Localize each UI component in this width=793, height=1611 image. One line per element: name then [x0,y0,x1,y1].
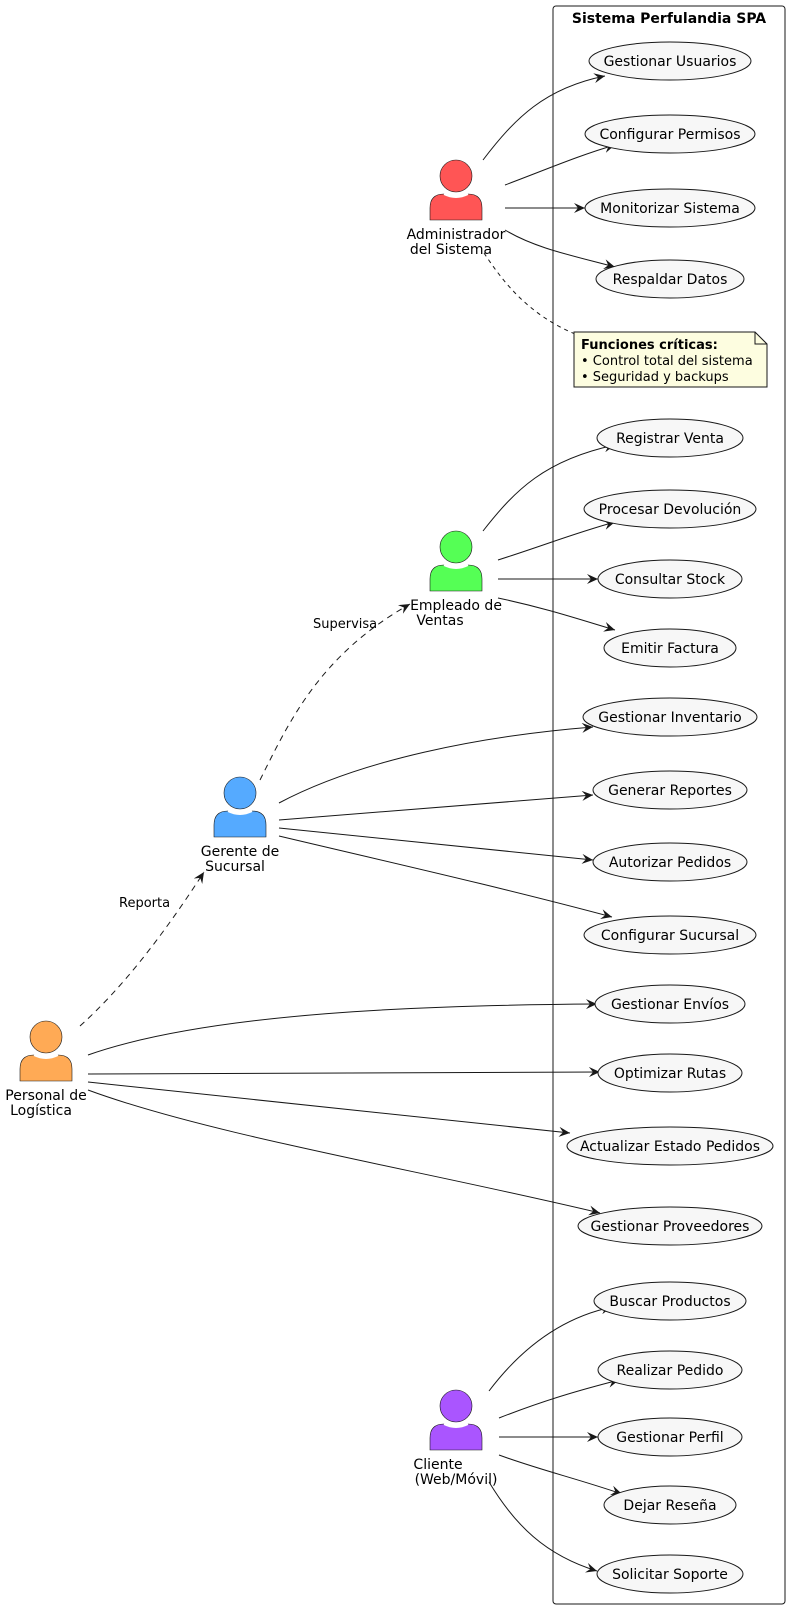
person-icon [429,159,483,221]
actor-administrador[interactable]: Administrador del Sistema [407,159,506,258]
actor-empleado-ventas[interactable]: Empleado de Ventas [410,530,502,629]
svg-text:Solicitar Soporte: Solicitar Soporte [612,1567,728,1583]
note-line-1: • Control total del sistema [581,354,753,369]
assoc-cliente-resena [498,1454,623,1496]
usecase-registrar-venta[interactable]: Registrar Venta [596,418,744,458]
person-icon [213,776,267,838]
svg-text:Gestionar Perfil: Gestionar Perfil [616,1430,723,1446]
usecase-configurar-permisos[interactable]: Configurar Permisos [584,114,756,154]
assoc-admin-gestionar-usuarios [482,73,606,161]
assoc-logistica-estado [87,1081,571,1137]
svg-text:Buscar Productos: Buscar Productos [609,1294,730,1310]
assoc-gerente-inventario [278,722,594,804]
usecase-procesar-devolucion[interactable]: Procesar Devolución [583,489,757,529]
usecase-buscar-productos[interactable]: Buscar Productos [593,1281,747,1321]
svg-text:Procesar Devolución: Procesar Devolución [599,502,742,518]
assoc-gerente-reportes [278,790,594,821]
usecase-solicitar-soporte[interactable]: Solicitar Soporte [596,1554,744,1594]
usecase-optimizar-rutas[interactable]: Optimizar Rutas [597,1053,743,1093]
svg-text:Optimizar Rutas: Optimizar Rutas [614,1066,726,1082]
svg-text:Autorizar Pedidos: Autorizar Pedidos [609,855,731,871]
svg-text:Configurar Permisos: Configurar Permisos [599,127,740,143]
actor-label-line-2: Sucursal [205,859,265,875]
usecase-gestionar-perfil[interactable]: Gestionar Perfil [597,1417,743,1457]
label-reporta: Reporta [119,896,170,911]
svg-text:Monitorizar Sistema: Monitorizar Sistema [600,201,740,217]
person-icon [429,1389,483,1451]
svg-text:Consultar Stock: Consultar Stock [615,572,726,588]
usecase-autorizar-pedidos[interactable]: Autorizar Pedidos [592,842,748,882]
svg-text:Gestionar Envíos: Gestionar Envíos [611,997,729,1013]
svg-text:Actualizar Estado Pedidos: Actualizar Estado Pedidos [580,1139,760,1155]
actor-label-line-2: (Web/Móvil) [415,1472,498,1488]
svg-text:Gestionar Proveedores: Gestionar Proveedores [591,1219,750,1235]
usecase-emitir-factura[interactable]: Emitir Factura [603,628,737,668]
usecase-gestionar-proveedores[interactable]: Gestionar Proveedores [577,1206,763,1246]
svg-text:Generar Reportes: Generar Reportes [608,783,732,799]
usecase-dejar-resena[interactable]: Dejar Reseña [603,1485,737,1525]
system-title: Sistema Perfulandia SPA [572,11,766,27]
actor-label-line-2: del Sistema [410,242,492,258]
dep-reporta [79,871,205,1027]
assoc-logistica-proveedores [87,1089,601,1216]
usecase-configurar-sucursal[interactable]: Configurar Sucursal [583,915,757,955]
person-icon [429,530,483,592]
assoc-gerente-autorizar [278,827,594,864]
actor-label-line-1: Empleado de [410,598,502,614]
actor-label-line-1: Cliente [413,1457,462,1473]
note-title: Funciones críticas: [581,338,718,353]
system-boundary: Sistema Perfulandia SPA [552,5,786,1605]
label-supervisa: Supervisa [313,617,377,632]
actor-label-line-1: Administrador [407,227,506,243]
assoc-admin-respaldar [504,229,616,269]
usecase-consultar-stock[interactable]: Consultar Stock [597,559,743,599]
note-connector [483,252,576,335]
actor-gerente-sucursal[interactable]: Gerente de Sucursal [201,776,279,875]
svg-text:Emitir Factura: Emitir Factura [621,641,719,657]
usecase-gestionar-envios[interactable]: Gestionar Envíos [594,984,746,1024]
assoc-empleado-procesar [497,520,616,561]
assoc-cliente-realizar [498,1377,620,1419]
assoc-cliente-buscar [488,1304,613,1392]
actor-label-line-1: Personal de [5,1088,86,1104]
actor-personal-logistica[interactable]: Personal de Logística [5,1020,87,1119]
assoc-cliente-soporte [488,1481,598,1573]
actor-cliente[interactable]: Cliente (Web/Móvil) [413,1389,498,1488]
note-funciones-criticas: Funciones críticas: • Control total del … [573,331,768,388]
assoc-gerente-configurar [278,835,613,919]
usecase-gestionar-usuarios[interactable]: Gestionar Usuarios [588,41,752,81]
usecase-monitorizar-sistema[interactable]: Monitorizar Sistema [584,188,756,228]
assoc-empleado-emitir [497,597,616,632]
assoc-logistica-envios [87,999,598,1056]
svg-text:Realizar Pedido: Realizar Pedido [617,1363,724,1379]
usecase-gestionar-inventario[interactable]: Gestionar Inventario [582,697,758,737]
svg-text:Registrar Venta: Registrar Venta [616,431,724,447]
assoc-admin-configurar-permisos [504,143,616,186]
use-cases: Gestionar Usuarios Configurar Permisos M… [566,41,774,1594]
usecase-generar-reportes[interactable]: Generar Reportes [592,770,748,810]
assoc-logistica-rutas [87,1067,601,1078]
svg-text:Respaldar Datos: Respaldar Datos [613,272,728,288]
assoc-empleado-registrar [482,442,616,532]
svg-text:Configurar Sucursal: Configurar Sucursal [601,928,739,944]
actor-label-line-1: Gerente de [201,844,279,860]
actor-label-line-2: Logística [10,1103,72,1119]
usecase-realizar-pedido[interactable]: Realizar Pedido [597,1350,743,1390]
svg-text:Gestionar Usuarios: Gestionar Usuarios [604,54,737,70]
svg-text:Dejar Reseña: Dejar Reseña [623,1498,716,1514]
svg-text:Gestionar Inventario: Gestionar Inventario [598,710,741,726]
associations [79,73,623,1573]
person-icon [19,1020,73,1082]
usecase-respaldar-datos[interactable]: Respaldar Datos [595,259,745,299]
actor-label-line-2: Ventas [416,613,463,629]
usecase-actualizar-estado-pedidos[interactable]: Actualizar Estado Pedidos [566,1126,774,1166]
dep-supervisa [259,603,411,781]
note-line-2: • Seguridad y backups [581,370,729,385]
